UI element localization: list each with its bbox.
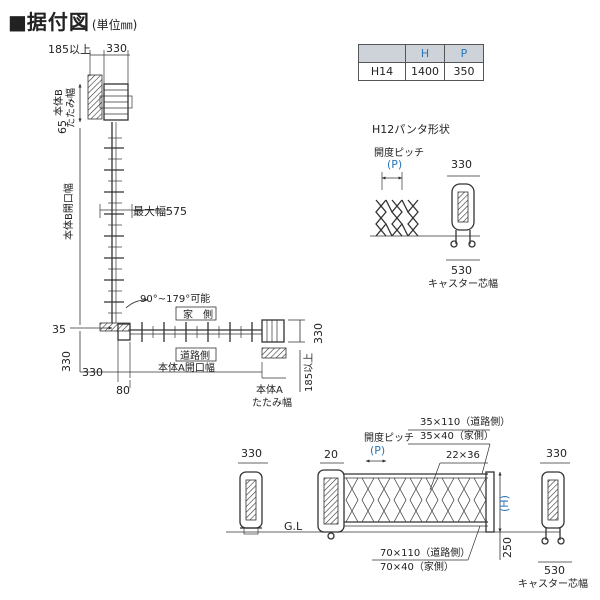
- label-top-member-house: 35×40（家側）: [420, 429, 494, 442]
- label-bottom-member-road: 70×110（道路側）: [380, 546, 470, 559]
- label-top-offset: 185以上: [48, 43, 91, 56]
- label-height-symbol: (H): [498, 495, 511, 512]
- house-side-box: [175, 306, 217, 321]
- label-bottom-member-house: 70×40（家側）: [380, 560, 454, 573]
- spec-table: H P H14 1400 350: [358, 44, 484, 81]
- label-elev-20: 20: [324, 448, 338, 461]
- title-marker: ■: [8, 10, 27, 34]
- main-post: [317, 469, 345, 540]
- label-elev-caster: キャスター芯幅: [518, 577, 588, 590]
- label-detail-pitch: 開度ピッチ: [374, 146, 424, 159]
- body-a-folded: [261, 319, 287, 359]
- angle-arc: [125, 298, 149, 309]
- label-detail-caster: キャスター芯幅: [428, 277, 498, 290]
- label-lattice: 22×36: [446, 450, 480, 461]
- table-row: H14 1400 350: [358, 62, 484, 81]
- label-body-a-opening: 本体A開口幅: [158, 361, 215, 374]
- label-angle: 90°~179°可能: [140, 292, 210, 305]
- pantograph-horizontal: [141, 322, 253, 342]
- pantograph-vertical: [104, 137, 124, 314]
- label-body-b-fold2: たたみ幅: [64, 88, 77, 128]
- corner-post: [117, 323, 131, 341]
- elevation-lattice: [345, 477, 487, 523]
- label-fold-b-value: 65: [56, 120, 69, 134]
- label-house-side: 家 側: [183, 308, 213, 321]
- label-gl: G.L: [284, 520, 303, 533]
- label-body-b-opening: 本体B開口幅: [62, 183, 75, 240]
- wall-hatch-top: [87, 74, 103, 120]
- label-right-185: 185以上: [303, 353, 315, 392]
- label-elev-pitch: 開度ピッチ: [364, 431, 414, 444]
- road-side-box: [175, 347, 217, 362]
- label-body-a-fold2: たたみ幅: [252, 396, 292, 409]
- right-post: [541, 471, 565, 545]
- title-unit: (単位㎜): [91, 18, 138, 32]
- label-bottom-80: 80: [116, 384, 130, 397]
- label-max-width: 最大幅575: [133, 204, 187, 218]
- label-road-side: 道路側: [180, 349, 210, 362]
- label-detail-330: 330: [451, 158, 472, 171]
- label-detail-530: 530: [451, 264, 472, 277]
- lattice-sample: [375, 199, 419, 237]
- end-post-detail: [450, 183, 476, 248]
- label-pantograph-title: H12パンタ形状: [372, 122, 450, 136]
- label-elev-right-530: 530: [544, 564, 565, 577]
- label-right-330: 330: [312, 323, 325, 344]
- label-corner-330: 330: [60, 351, 73, 372]
- spec-p-value: 350: [444, 62, 484, 81]
- label-elev-left-330: 330: [241, 447, 262, 460]
- label-elev-right-330: 330: [546, 447, 567, 460]
- plan-view: 185以上 330 本体B たたみ幅 65: [48, 42, 325, 409]
- spec-model: H14: [358, 62, 406, 81]
- elevation-view: 330 G.L 20: [226, 415, 588, 590]
- page-title: ■ 据付図 (単位㎜): [8, 6, 137, 35]
- label-bottom-330: 330: [82, 366, 103, 379]
- gate-end: [485, 471, 495, 533]
- left-post: [239, 471, 263, 535]
- label-body-a-fold: 本体A: [256, 383, 283, 396]
- label-elev-pitch-symbol: (P): [370, 444, 385, 457]
- spec-header-p: P: [444, 44, 484, 63]
- label-top-width: 330: [106, 42, 127, 55]
- body-b-folded: [99, 83, 133, 121]
- pantograph-detail: H12パンタ形状 開度ピッチ (P) 330: [370, 122, 498, 290]
- title-text: 据付図: [26, 10, 90, 34]
- label-corner-35: 35: [52, 323, 66, 336]
- label-height-250: 250: [501, 537, 514, 558]
- label-detail-pitch-symbol: (P): [387, 158, 402, 171]
- label-top-member-road: 35×110（道路側）: [420, 415, 510, 428]
- label-body-b-fold: 本体B: [52, 89, 65, 116]
